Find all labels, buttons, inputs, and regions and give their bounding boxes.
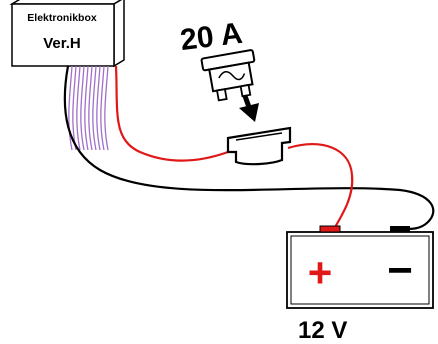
- blade-fuse-icon: [200, 49, 256, 102]
- fuse-blade-left: [215, 88, 228, 102]
- fuse-rating-label: 20 A: [178, 17, 244, 57]
- positive-wire-fuse-to-battery: [287, 143, 354, 230]
- battery-inner-border: [290, 235, 430, 305]
- negative-terminal: [390, 226, 410, 232]
- box-front-face: [11, 3, 115, 67]
- plus-sign: +: [308, 249, 333, 296]
- ribbon-cable: [68, 65, 109, 151]
- positive-terminal: [319, 225, 341, 233]
- battery-voltage-label: 12 V: [298, 317, 347, 344]
- minus-sign: −: [387, 246, 413, 295]
- negative-wire: [63, 65, 435, 231]
- battery-body: [286, 231, 434, 309]
- box-side-face: [113, 0, 125, 68]
- inline-fuse-holder-icon: [226, 126, 292, 166]
- positive-wire-box-to-fuse: [114, 65, 229, 162]
- electronics-box: Elektronikbox Ver.H: [9, 0, 125, 68]
- arrow-down-icon: [239, 95, 259, 122]
- fuse-blade-right: [239, 83, 252, 98]
- fuse-holder-body: [226, 126, 292, 166]
- battery: + −: [286, 225, 434, 309]
- fuse-body: [208, 61, 254, 93]
- box-title: Elektronikbox: [27, 12, 97, 24]
- fuse-element: [218, 71, 246, 81]
- box-version: Ver.H: [43, 35, 81, 52]
- fuse-holder-slot: [235, 132, 283, 141]
